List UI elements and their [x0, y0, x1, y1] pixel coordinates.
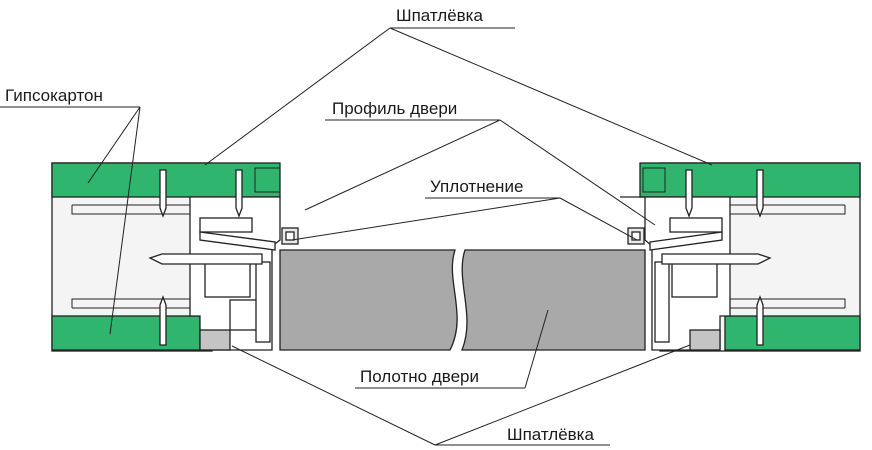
- label-door-leaf: Полотно двери: [360, 367, 479, 386]
- leader-lines: [0, 27, 713, 446]
- label-seal: Уплотнение: [430, 177, 523, 196]
- right-drywall-bottom: [724, 315, 861, 351]
- right-top-putty-pocket: [642, 167, 666, 193]
- left-door-profile: [189, 196, 299, 351]
- left-drywall-bottom: [51, 315, 201, 351]
- right-door-profile: [620, 196, 731, 351]
- right-drywall-top: [639, 162, 861, 198]
- left-top-putty-pocket: [254, 167, 281, 193]
- right-bottom-putty: [689, 329, 721, 351]
- door-leaf: [279, 249, 646, 351]
- label-drywall: Гипсокартон: [5, 86, 103, 105]
- screws: [148, 169, 772, 346]
- label-putty-bottom: Шпатлёвка: [507, 425, 594, 444]
- label-putty-top: Шпатлёвка: [396, 6, 483, 25]
- left-bottom-putty: [199, 329, 231, 351]
- label-door-profile: Профиль двери: [332, 99, 457, 118]
